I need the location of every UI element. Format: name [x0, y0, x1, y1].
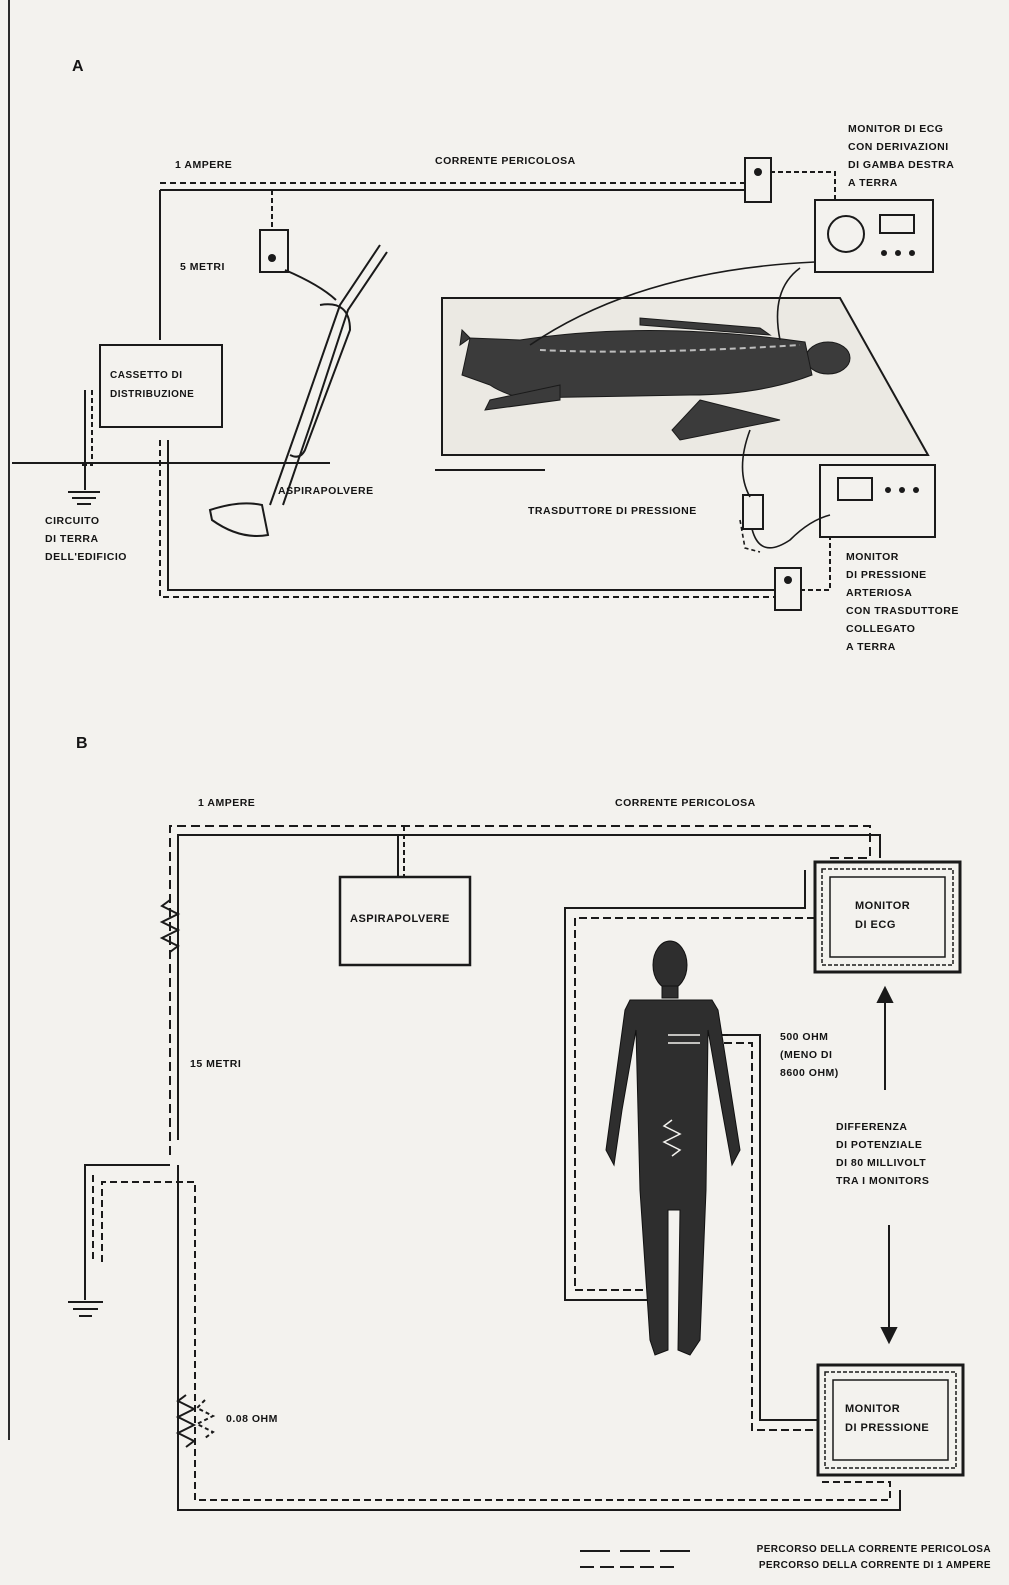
legend-ampere-path: PERCORSO DELLA CORRENTE DI 1 AMPERE: [759, 1560, 991, 1571]
b-label-ecg-monitor: MONITOR DI ECG: [855, 897, 910, 935]
b-label-meters: 15 METRI: [190, 1055, 241, 1073]
b-label-dangerous-current: CORRENTE PERICOLOSA: [615, 794, 756, 812]
a-label-dangerous-current: CORRENTE PERICOLOSA: [435, 152, 576, 170]
a-pressure-outlet: [775, 568, 801, 610]
b-label-500-ohm: 500 OHM (MENO DI 8600 OHM): [780, 1028, 839, 1082]
b-label-vacuum: ASPIRAPOLVERE: [350, 910, 450, 929]
a-label-ampere: 1 AMPERE: [175, 156, 232, 174]
a-vacuum-outlet: [260, 230, 288, 272]
a-label-ecg-monitor: MONITOR DI ECG CON DERIVAZIONI DI GAMBA …: [848, 120, 954, 192]
a-ecg-monitor: [815, 200, 933, 272]
b-human-figure: [606, 941, 740, 1355]
legend-lines: [580, 1551, 690, 1567]
a-label-ground-circuit: CIRCUITO DI TERRA DELL'EDIFICIO: [45, 512, 127, 566]
a-label-meters: 5 METRI: [180, 258, 225, 276]
a-label-distribution-box: CASSETTO DI DISTRIBUZIONE: [110, 366, 194, 404]
a-ecg-outlet: [745, 158, 771, 202]
a-label-pressure-monitor: MONITOR DI PRESSIONE ARTERIOSA CON TRASD…: [846, 548, 959, 656]
a-label-transducer: TRASDUTTORE DI PRESSIONE: [528, 502, 697, 520]
panel-b-letter: B: [76, 735, 88, 753]
a-label-vacuum: ASPIRAPOLVERE: [278, 482, 374, 500]
legend-dangerous-path: PERCORSO DELLA CORRENTE PERICOLOSA: [757, 1544, 991, 1555]
b-label-ampere: 1 AMPERE: [198, 794, 255, 812]
b-label-pressure-monitor: MONITOR DI PRESSIONE: [845, 1400, 929, 1438]
b-label-008-ohm: 0.08 OHM: [226, 1410, 278, 1428]
b-label-potential-difference: DIFFERENZA DI POTENZIALE DI 80 MILLIVOLT…: [836, 1118, 929, 1190]
a-transducer: [743, 495, 763, 529]
